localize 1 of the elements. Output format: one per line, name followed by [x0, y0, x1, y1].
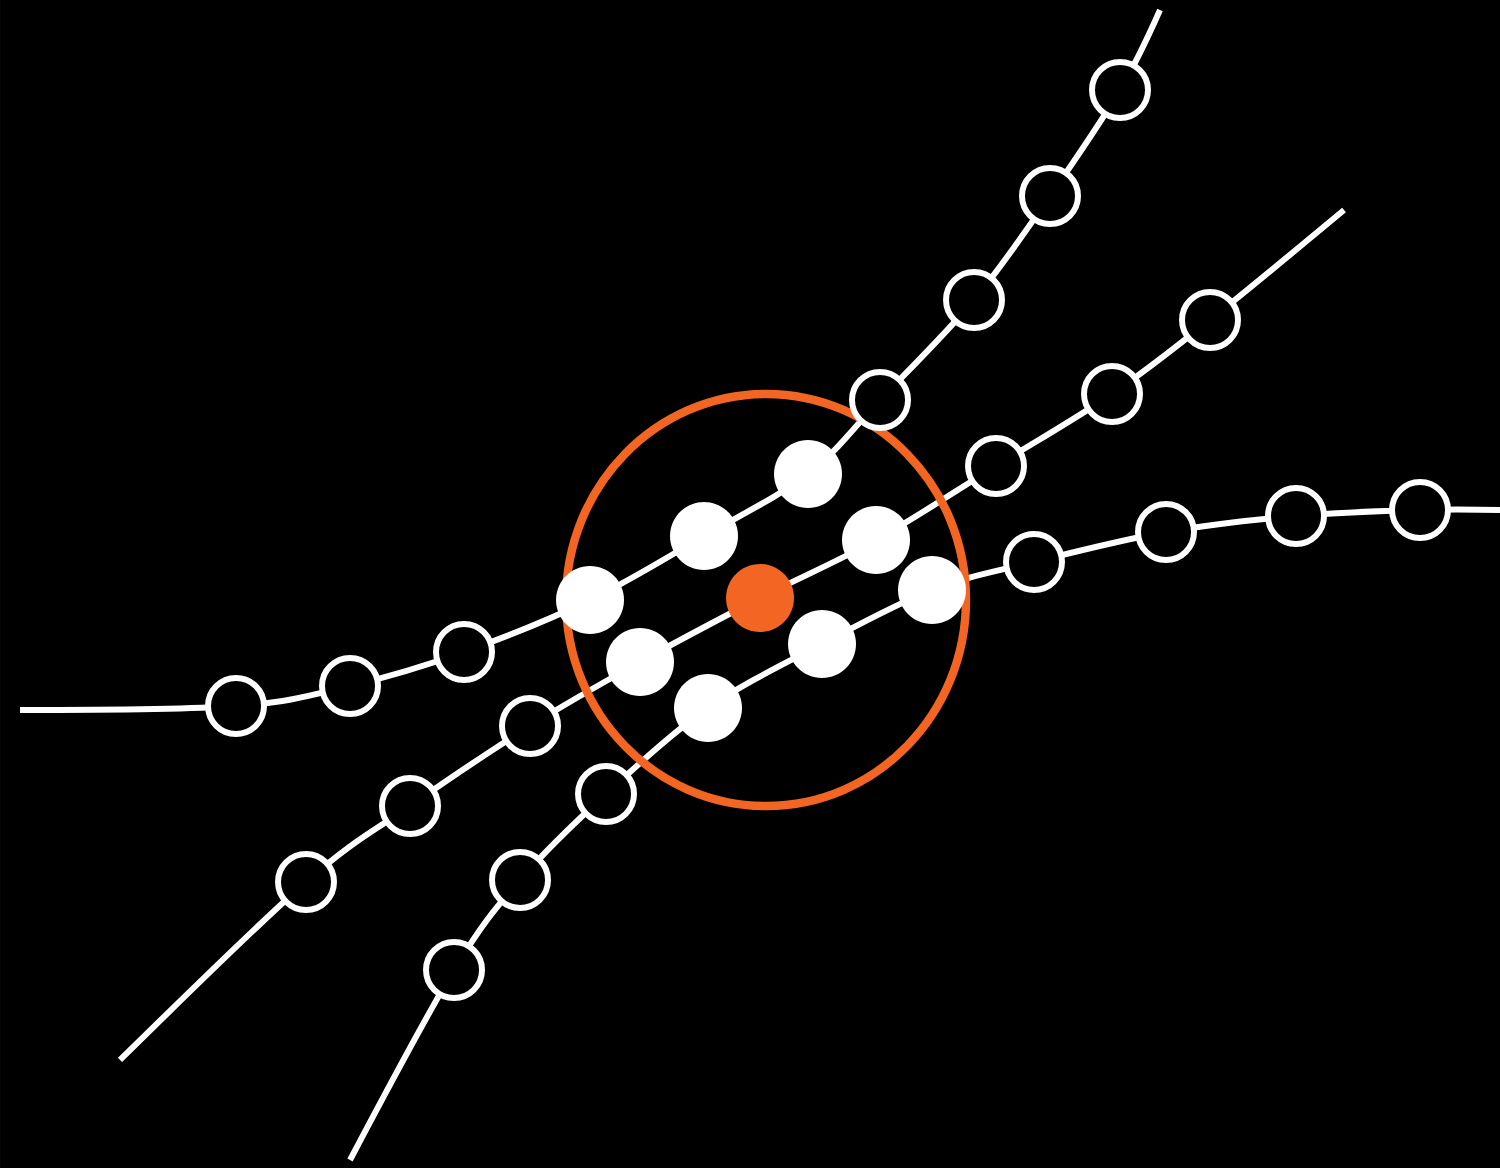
particle-collision-drawing [20, 8, 1500, 1162]
